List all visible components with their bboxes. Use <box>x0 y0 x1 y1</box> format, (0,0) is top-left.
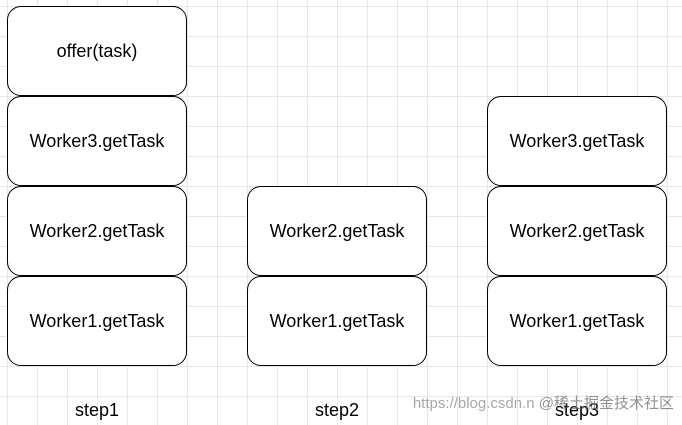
worker2-gettask-box: Worker2.getTask <box>487 186 667 276</box>
worker2-gettask-box: Worker2.getTask <box>7 186 187 276</box>
worker1-gettask-box: Worker1.getTask <box>247 276 427 366</box>
watermark-url: https://blog.csdn.n <box>412 395 535 412</box>
step-label: step3 <box>554 400 600 420</box>
worker3-gettask-box: Worker3.getTask <box>487 96 667 186</box>
watermark: https://blog.csdn.n @稀土掘金技术社区 <box>413 392 674 413</box>
offer-task-box: offer(task) <box>7 6 187 96</box>
worker3-gettask-box: Worker3.getTask <box>7 96 187 186</box>
step-label: step2 <box>314 400 360 420</box>
step-label: step1 <box>74 400 120 420</box>
worker1-gettask-box: Worker1.getTask <box>7 276 187 366</box>
worker1-gettask-box: Worker1.getTask <box>487 276 667 366</box>
worker2-gettask-box: Worker2.getTask <box>247 186 427 276</box>
watermark-brand: @稀土掘金技术社区 <box>538 395 674 412</box>
